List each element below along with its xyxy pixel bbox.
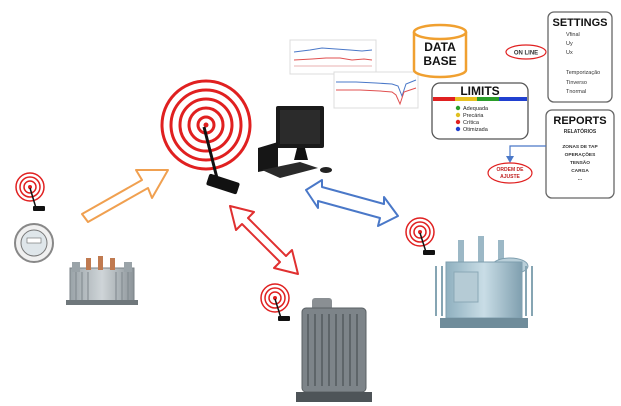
online-badge-shape	[505, 44, 547, 60]
settings-item: Ux	[566, 50, 573, 56]
reports-item: OPERAÇÕES	[565, 151, 596, 158]
settings-item: Tnormal	[566, 89, 586, 95]
settings-item: Uy	[566, 41, 573, 47]
database-label-line2: BASE	[423, 54, 456, 68]
transformer-left-icon	[66, 256, 138, 305]
reports-item: ...	[578, 176, 583, 182]
database-label-line1: DATA	[424, 40, 456, 54]
reports-subtitle: RELATÓRIOS	[564, 127, 597, 135]
chart-panel-bottom	[333, 71, 419, 109]
limits-title: LIMITS	[460, 84, 499, 98]
reports-item: TENSÃO	[570, 159, 590, 166]
legend-dot-adequada	[455, 105, 461, 111]
settings-title: SETTINGS	[552, 17, 607, 29]
ordem-badge-line1: ORDEM DE	[497, 167, 525, 173]
reports-title: REPORTS	[553, 115, 606, 127]
computer-icon	[258, 106, 332, 178]
arrow-computer-to-right	[305, 179, 399, 227]
legend-label: Adequada	[463, 106, 489, 112]
legend-dot-otimizada	[455, 126, 461, 132]
transformer-right-icon	[435, 236, 533, 328]
legend-label: Crítica	[463, 120, 480, 126]
ordem-badge-line2: AJUSTE	[500, 174, 520, 180]
legend-label: Precária	[463, 113, 484, 119]
arrow-center-to-bottom	[229, 205, 299, 275]
settings-list: Vfinal Uy Ux Temporização Tinverso Tnorm…	[566, 32, 600, 95]
reports-panel	[545, 109, 615, 199]
reports-list: ZONAS DE TAP OPERAÇÕES TENSÃO CARGA ...	[562, 144, 598, 182]
signal-icon-bottom	[260, 283, 290, 321]
modem-icon	[202, 126, 240, 195]
settings-item: Tinverso	[566, 80, 587, 86]
reports-item: ZONAS DE TAP	[562, 144, 598, 150]
legend-label: Otimizada	[463, 127, 489, 133]
chart-panel-top	[289, 39, 377, 75]
settings-item: Temporização	[566, 70, 600, 76]
legend-dot-precaria	[455, 112, 461, 118]
settings-item: Vfinal	[566, 32, 580, 38]
legend-dot-critica	[455, 119, 461, 125]
transformer-bottom-icon	[296, 298, 372, 402]
ordem-connector	[487, 145, 546, 184]
energy-meter-icon	[14, 223, 54, 263]
central-signal-icon	[160, 79, 252, 171]
signal-icon-right	[405, 217, 435, 255]
settings-panel	[547, 11, 613, 103]
limits-legend: Adequada Precária Crítica Otimizada	[455, 105, 489, 133]
arrow-meter-to-center	[81, 169, 169, 223]
reports-item: CARGA	[571, 168, 589, 174]
limits-panel	[431, 82, 529, 140]
database-icon	[412, 23, 468, 79]
online-badge: ON LINE	[514, 51, 538, 57]
signal-icon-meter	[15, 172, 45, 211]
